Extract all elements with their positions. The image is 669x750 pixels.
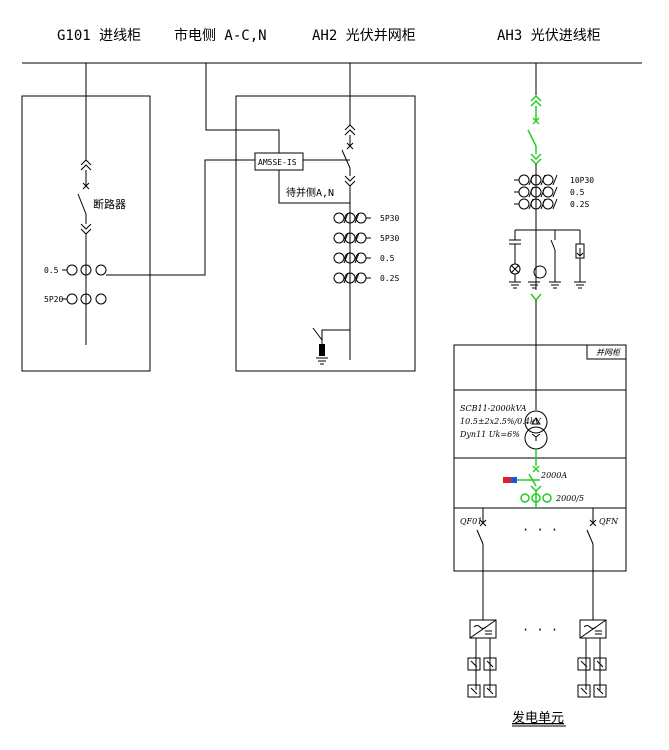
lv-breaker-red-marker	[503, 477, 511, 483]
ah3-pt-icon	[533, 265, 547, 279]
transformer-spec-line-3: Dyn11 Uk=6%	[459, 430, 520, 439]
g101-ct-2a	[66, 293, 78, 305]
header-g101: G101 进线柜	[57, 28, 141, 44]
ah2-ct-label-2: 5P30	[380, 234, 399, 243]
generation-unit-left	[467, 619, 497, 698]
ah3-ct-label-1: 10P30	[570, 176, 594, 185]
ah3-ground-1-icon	[509, 281, 521, 289]
transformer-cabinet-tag-box	[586, 344, 627, 360]
pv-panel-right-1	[577, 657, 591, 671]
lv-breaker-x-icon	[532, 465, 540, 473]
feeder-qfn-blade	[586, 529, 594, 545]
ah3-ground-4-icon	[574, 281, 586, 289]
ah2-plug-bottom-icon	[344, 175, 356, 187]
ah3-arrow-down-icon	[530, 293, 542, 302]
header-mains-side: 市电侧 A-C,N	[174, 27, 267, 44]
pv-panel-right-2	[593, 657, 607, 671]
am5se-is-text: AM5SE-IS	[258, 158, 297, 167]
header-ah2: AH2 光伏并网柜	[312, 28, 416, 44]
feeder-label-qfn: QFN	[599, 517, 619, 526]
ah2-plug-top-icon	[344, 124, 356, 136]
pv-panel-right-4	[593, 684, 607, 698]
transformer-spec-line-2: 10.5±2x2.5%/0.4kV	[460, 417, 542, 426]
generation-unit-right	[577, 619, 607, 698]
transformer-cabinet-tag: 并网柜	[596, 348, 622, 357]
g101-ct-1b	[80, 264, 92, 276]
g101-ct-2c	[95, 293, 107, 305]
header-ah3: AH3 光伏进线柜	[497, 28, 601, 44]
ah2-ct-label-4: 0.2S	[380, 274, 399, 283]
ah3-breaker-x-icon	[532, 117, 540, 125]
g101-ct-2b	[80, 293, 92, 305]
lv-ct-a	[520, 493, 530, 503]
g101-ct-1c	[95, 264, 107, 276]
ah2-breaker-x-icon	[346, 142, 354, 150]
ah3-ground-2-icon	[528, 281, 540, 289]
g101-plug-bottom-icon	[80, 223, 92, 235]
wire-mains-side	[205, 63, 280, 153]
ah2-ct-group	[333, 212, 371, 284]
feeder-qfn-x-icon	[589, 519, 597, 527]
ah3-plug-bottom-icon	[530, 153, 542, 166]
g101-plug-top-icon	[80, 159, 92, 171]
ah3-capacitor-icon	[509, 239, 521, 245]
g101-breaker-blade	[77, 193, 87, 215]
ah3-ct-group	[514, 174, 558, 210]
cabinet-g101: 断路器 0.5 5P20	[21, 63, 151, 372]
lv-ct-c	[542, 493, 552, 503]
lv-ct-b	[531, 493, 541, 503]
ah2-ct-label-3: 0.5	[380, 254, 395, 263]
lv-breaker-blue-marker	[511, 477, 517, 483]
ah3-ct-label-2: 0.5	[570, 188, 585, 197]
ah2-earth-block	[319, 344, 325, 356]
generation-unit-ellipsis: · · ·	[522, 623, 558, 637]
ah2-earth-switch-blade	[312, 327, 323, 341]
ah2-ct-label-1: 5P30	[380, 214, 399, 223]
g101-breaker-x-icon	[82, 182, 90, 190]
inverter-left-icon	[469, 619, 497, 639]
pv-panel-left-4	[483, 684, 497, 698]
feeder-label-qf01: QF01	[460, 517, 482, 526]
g101-ct-label-2: 5P20	[44, 295, 63, 304]
pv-panel-left-1	[467, 657, 481, 671]
ah3-breaker-blade	[527, 129, 537, 147]
ah2-frame	[235, 95, 416, 372]
ah2-ground-icon	[316, 357, 328, 365]
wire-g101-ct-to-device	[106, 159, 255, 276]
ah2-pending-label: 待并侧A,N	[286, 186, 334, 199]
ah3-plug-top-icon	[530, 94, 542, 107]
lv-ct-ratio: 2000/5	[555, 494, 584, 503]
transformer-spec-line-1: SCB11-2000kVA	[460, 404, 527, 413]
ah3-ct-label-3: 0.2S	[570, 200, 589, 209]
wire-device-pending	[278, 170, 350, 204]
pv-panel-right-3	[577, 684, 591, 698]
feeder-ellipsis: · · ·	[522, 523, 558, 537]
pv-panel-left-2	[483, 657, 497, 671]
transformer-primary-icon	[524, 410, 548, 434]
ah2-breaker-blade	[341, 149, 351, 169]
ah2-earth-wire	[321, 329, 350, 340]
g101-breaker-label: 断路器	[93, 197, 126, 211]
transformer-wye-icon	[531, 433, 541, 441]
inverter-right-icon	[579, 619, 607, 639]
g101-ct-label-1: 0.5	[44, 266, 59, 275]
cabinet-ah2: AM5SE-IS 待并侧A,N 5P30 5P30 0.5 0.2S	[235, 63, 416, 372]
generation-unit-label: 发电单元	[512, 710, 564, 726]
feeder-qf01-x-icon	[479, 519, 487, 527]
feeder-qf01-blade	[476, 529, 484, 545]
lv-breaker-arrow-icon	[530, 485, 542, 493]
g101-ct-1a	[66, 264, 78, 276]
pv-panel-left-3	[467, 684, 481, 698]
transformer-delta-icon	[531, 417, 541, 425]
lv-breaker-rating: 2000A	[540, 471, 567, 480]
transformer-cabinet: 并网柜 SCB11-2000kVA 10.5±2x2.5%/0.4kV Dyn1…	[453, 344, 627, 620]
cabinet-ah3: 10P30 0.5 0.2S	[509, 63, 594, 345]
ah3-ground-3-icon	[549, 281, 561, 289]
